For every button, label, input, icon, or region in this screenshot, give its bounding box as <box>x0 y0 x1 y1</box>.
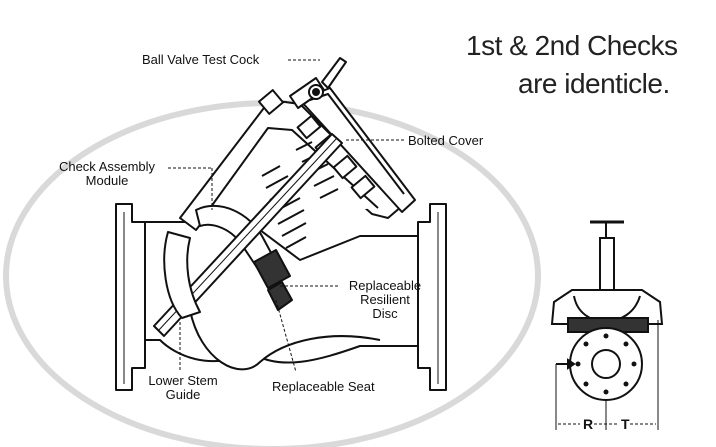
headline-line-2: are identicle. <box>518 68 670 99</box>
label-disc-line1: Replaceable <box>348 278 422 293</box>
end-view-valve <box>550 220 664 430</box>
label-lower-stem-line1: Lower Stem <box>148 373 218 388</box>
dimension-t-label: T <box>621 416 630 432</box>
label-check-assembly-module: Check Assembly Module <box>44 160 170 188</box>
check-valve-cutaway <box>115 57 447 391</box>
leader-lines <box>168 59 404 373</box>
headline-line-1: 1st & 2nd Checks <box>466 30 678 61</box>
label-lower-stem-guide: Lower Stem Guide <box>144 374 222 402</box>
label-check-assembly-line2: Module <box>85 173 129 188</box>
label-replaceable-seat: Replaceable Seat <box>272 379 375 394</box>
label-disc-line2: Resilient <box>360 292 410 307</box>
label-check-assembly-line1: Check Assembly <box>58 159 156 174</box>
label-replaceable-resilient-disc: Replaceable Resilient Disc <box>332 279 438 321</box>
label-bolted-cover: Bolted Cover <box>408 133 484 148</box>
label-lower-stem-line2: Guide <box>165 387 201 402</box>
label-ball-valve-test-cock: Ball Valve Test Cock <box>142 52 260 67</box>
label-disc-line3: Disc <box>372 306 398 321</box>
dimension-r-label: R <box>583 416 594 432</box>
